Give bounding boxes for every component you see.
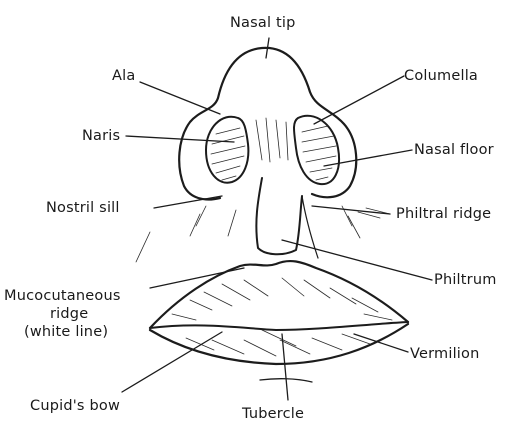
leader-vermilion bbox=[354, 334, 408, 352]
label-mucocutaneous-ridge-line1: Mucocutaneous bbox=[4, 288, 121, 304]
leader-philtrum bbox=[282, 240, 432, 280]
leader-tubercle bbox=[282, 334, 288, 400]
leader-philtral-ridge bbox=[312, 206, 390, 214]
cheek-hatching bbox=[136, 206, 390, 262]
label-nostril-sill: Nostril sill bbox=[46, 200, 120, 216]
leader-nostril-sill bbox=[154, 196, 222, 208]
label-columella: Columella bbox=[404, 68, 478, 84]
lower-lip-hatching bbox=[186, 330, 370, 356]
leader-naris bbox=[126, 136, 234, 142]
label-philtrum: Philtrum bbox=[434, 272, 497, 288]
label-mucocutaneous-ridge-line2: ridge bbox=[50, 306, 88, 322]
leader-ala bbox=[140, 82, 220, 114]
leader-lines bbox=[122, 38, 432, 400]
leader-mucocutaneous-ridge bbox=[150, 268, 244, 288]
nose-drawing bbox=[136, 48, 390, 262]
label-tubercle: Tubercle bbox=[241, 406, 304, 422]
upper-lip-hatching bbox=[172, 278, 392, 320]
right-nostril-hatching bbox=[302, 126, 336, 180]
label-vermilion: Vermilion bbox=[410, 346, 480, 362]
label-nasal-tip: Nasal tip bbox=[230, 15, 296, 31]
leader-columella bbox=[314, 76, 404, 124]
labels: Nasal tip Ala Columella Naris Nasal floo… bbox=[4, 15, 497, 422]
label-nasal-floor: Nasal floor bbox=[414, 142, 494, 158]
leader-nasal-floor bbox=[324, 150, 412, 166]
label-cupids-bow: Cupid's bow bbox=[30, 398, 120, 414]
left-nostril-hatching bbox=[211, 128, 245, 180]
right-nostril bbox=[294, 116, 339, 184]
lip-junction bbox=[150, 322, 408, 330]
label-naris: Naris bbox=[82, 128, 120, 144]
left-nostril bbox=[206, 117, 248, 183]
label-philtral-ridge: Philtral ridge bbox=[396, 206, 491, 222]
columella-shading bbox=[256, 118, 288, 162]
label-mucocutaneous-ridge-line3: (white line) bbox=[24, 324, 108, 340]
label-ala: Ala bbox=[112, 68, 135, 84]
nose-outline bbox=[179, 48, 356, 200]
